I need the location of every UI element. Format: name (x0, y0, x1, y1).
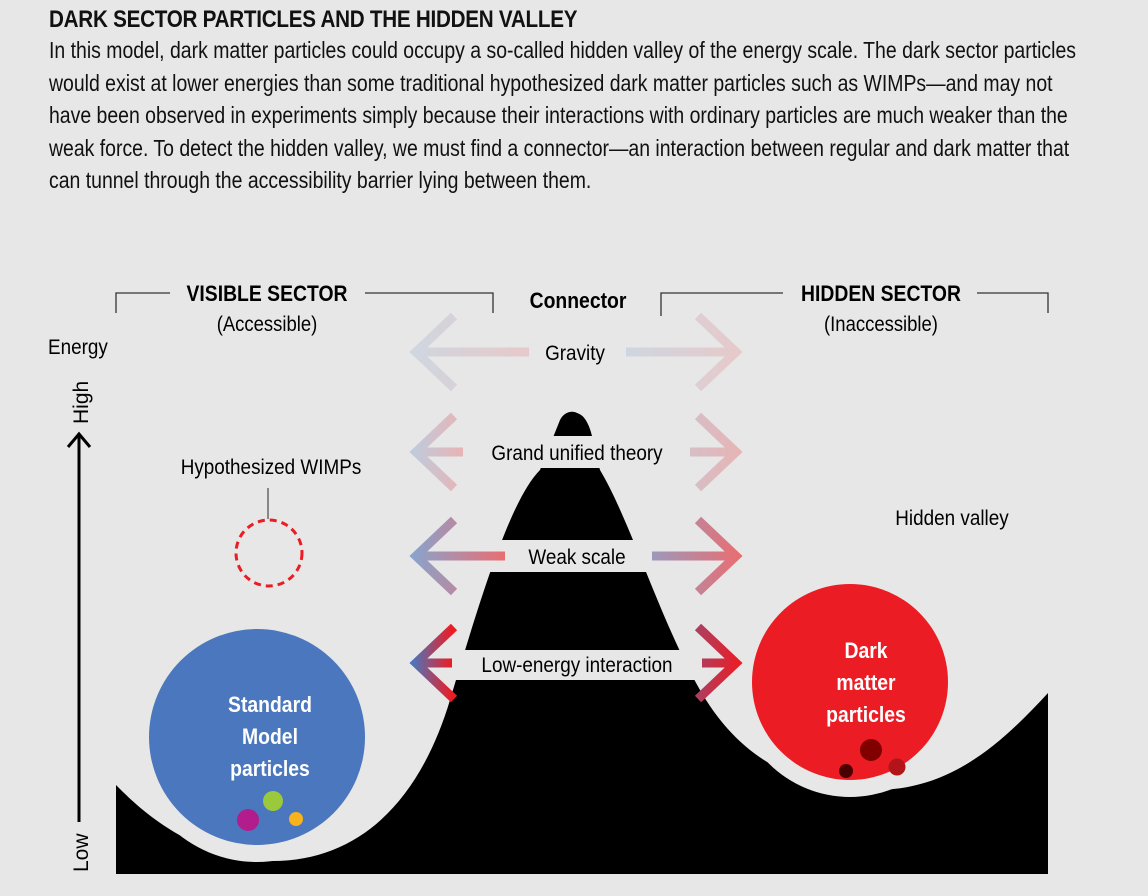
dark-matter-particles: Dark matter particles (752, 584, 948, 780)
sm-particle-green (263, 791, 283, 811)
sm-particle-magenta (237, 809, 259, 831)
arrow-left-grand-unified-theory (409, 412, 463, 492)
hidden-valley-label: Hidden valley (895, 507, 1008, 530)
intro-paragraph: In this model, dark matter particles cou… (49, 37, 1076, 194)
mountain-peak (559, 413, 592, 436)
dark-matter-label-line-1: Dark (844, 639, 887, 663)
connector-label-weak: Weak scale (528, 546, 625, 569)
arrow-right-grand-unified-theory (690, 412, 743, 492)
dark-matter-circle (752, 584, 948, 780)
hidden-sector-subtitle: (Inaccessible) (824, 313, 938, 336)
arrow-right-weak-scale (652, 516, 743, 596)
standard-model-label-line-2: Model (242, 725, 298, 749)
standard-model-circle (149, 629, 365, 845)
lowenergy-label-gap (445, 650, 715, 680)
connector-label-gut: Grand unified theory (491, 442, 662, 465)
hidden-sector-title: HIDDEN SECTOR (801, 282, 961, 306)
diagram-title: DARK SECTOR PARTICLES AND THE HIDDEN VAL… (49, 6, 578, 33)
visible-sector-title: VISIBLE SECTOR (187, 282, 348, 306)
dark-matter-label-line-3: particles (826, 703, 906, 727)
connector-title: Connector (530, 289, 627, 313)
connector-arrows (409, 312, 743, 703)
dm-particle-small (839, 764, 853, 778)
standard-model-label-line-3: particles (230, 757, 310, 781)
arrow-right-low-energy-interaction (694, 623, 743, 703)
energy-axis-arrow (66, 431, 92, 822)
energy-landscape-terrain (116, 411, 1048, 874)
dm-particle-large (860, 739, 882, 761)
arrow-left-gravity (409, 312, 529, 392)
visible-sector-bracket (115, 292, 494, 313)
dm-particle-medium (888, 758, 906, 776)
hidden-sector-bracket (660, 292, 1049, 316)
wimps-label: Hypothesized WIMPs (181, 456, 362, 479)
arrow-left-weak-scale (409, 516, 505, 596)
sm-particle-orange (289, 812, 303, 826)
connector-label-low-energy: Low-energy interaction (481, 654, 672, 677)
standard-model-label-line-1: Standard (228, 693, 312, 717)
connector-label-gravity: Gravity (545, 342, 605, 365)
energy-axis-label: Energy (48, 336, 108, 359)
gut-label-gap (470, 436, 690, 468)
arrow-left-low-energy-interaction (409, 623, 458, 703)
wimps-dashed-circle (234, 518, 304, 588)
energy-axis-low: Low (70, 833, 93, 872)
standard-model-particles: Standard Model particles (149, 629, 365, 845)
energy-axis-high: High (70, 381, 93, 424)
dark-matter-label-line-2: matter (836, 671, 895, 695)
visible-sector-subtitle: (Accessible) (217, 313, 318, 336)
arrow-right-gravity (626, 312, 743, 392)
